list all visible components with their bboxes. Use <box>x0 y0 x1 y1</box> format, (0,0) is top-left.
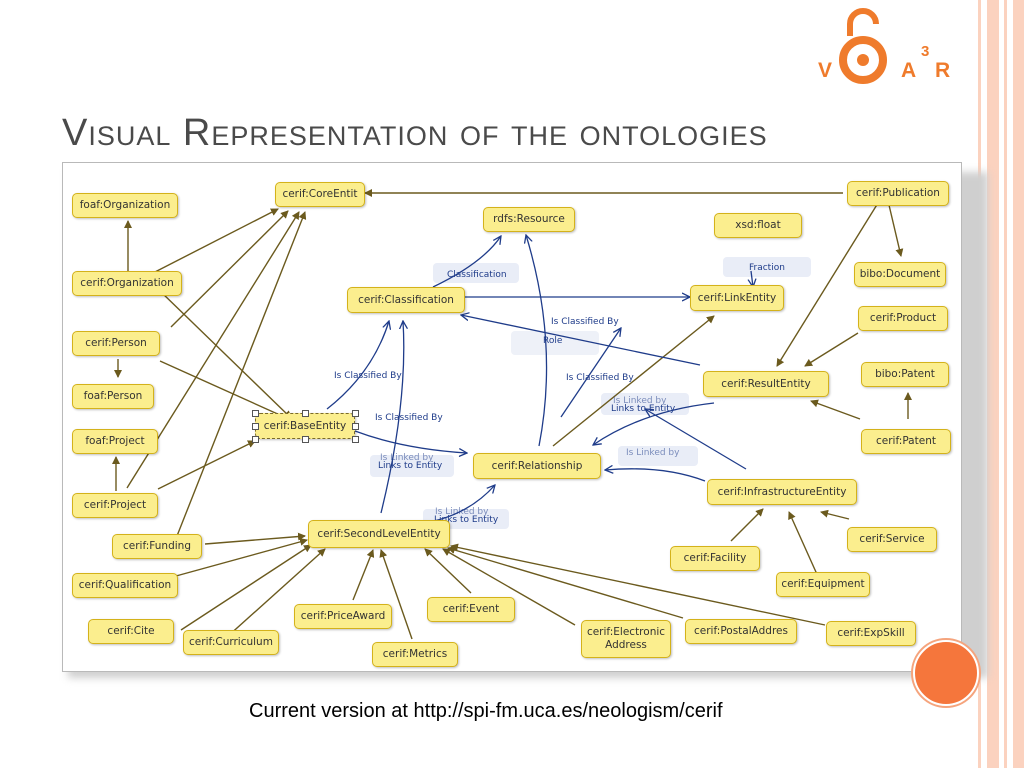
selection-handle[interactable] <box>352 423 359 430</box>
node-cerif-baseentity[interactable]: cerif:BaseEntity <box>255 413 355 439</box>
node-bibo-patent[interactable]: bibo:Patent <box>861 362 949 387</box>
node-cerif-cite[interactable]: cerif:Cite <box>88 619 174 644</box>
node-cerif-expskill[interactable]: cerif:ExpSkill <box>826 621 916 646</box>
node-rdfs-resource[interactable]: rdfs:Resource <box>483 207 575 232</box>
node-cerif-curriculum[interactable]: cerif:Curriculum <box>183 630 279 655</box>
selection-handle[interactable] <box>352 410 359 417</box>
side-stripe <box>1004 0 1007 768</box>
ontology-diagram: Classification Fraction Is Classified By… <box>62 162 962 672</box>
node-cerif-infrastructureentity[interactable]: cerif:InfrastructureEntity <box>707 479 857 505</box>
node-cerif-service[interactable]: cerif:Service <box>847 527 937 552</box>
node-cerif-secondlevelentity[interactable]: cerif:SecondLevelEntity <box>308 520 450 548</box>
node-cerif-product[interactable]: cerif:Product <box>858 306 948 331</box>
node-label: cerif:BaseEntity <box>263 419 347 432</box>
edge-label-is-linked-by: Is Linked by <box>435 507 489 517</box>
slide-title: Visual Representation of the ontologies <box>62 112 768 154</box>
slide-caption: Current version at http://spi-fm.uca.es/… <box>249 700 723 722</box>
logo-letter-v: V <box>818 59 832 82</box>
logo-superscript: 3 <box>921 43 929 60</box>
selection-handle[interactable] <box>252 423 259 430</box>
edge-label-classification: Classification <box>447 270 507 280</box>
node-cerif-event[interactable]: cerif:Event <box>427 597 515 622</box>
side-stripe <box>1013 0 1024 768</box>
edge-label-links-to-entity: Links to Entity <box>434 515 499 525</box>
edge-label-role: Role <box>543 336 563 346</box>
node-cerif-resultentity[interactable]: cerif:ResultEntity <box>703 371 829 397</box>
node-cerif-coreentit[interactable]: cerif:CoreEntit <box>275 182 365 207</box>
var3-logo: V A 3 R <box>808 4 964 88</box>
selection-handle[interactable] <box>252 436 259 443</box>
node-cerif-person[interactable]: cerif:Person <box>72 331 160 356</box>
edge-label-is-classified-by: Is Classified By <box>551 317 619 327</box>
edge-label-links-to-entity: Links to Entity <box>378 461 443 471</box>
node-xsd-float[interactable]: xsd:float <box>714 213 802 238</box>
node-bibo-document[interactable]: bibo:Document <box>854 262 946 287</box>
edge-label-is-linked-by: Is Linked by <box>613 396 667 406</box>
selection-handle[interactable] <box>252 410 259 417</box>
open-access-lock-icon: V A 3 R <box>818 8 950 84</box>
node-cerif-patent[interactable]: cerif:Patent <box>861 429 951 454</box>
selection-handle[interactable] <box>302 436 309 443</box>
node-cerif-classification[interactable]: cerif:Classification <box>347 287 465 313</box>
node-foaf-organization[interactable]: foaf:Organization <box>72 193 178 218</box>
node-cerif-postaladdres[interactable]: cerif:PostalAddres <box>685 619 797 644</box>
edge-label-is-classified-by: Is Classified By <box>375 413 443 423</box>
node-cerif-publication[interactable]: cerif:Publication <box>847 181 949 206</box>
node-cerif-equipment[interactable]: cerif:Equipment <box>776 572 870 597</box>
edge-label-links-to-entity: Links to Entity <box>611 404 676 414</box>
node-cerif-organization[interactable]: cerif:Organization <box>72 271 182 296</box>
side-stripe <box>987 0 999 768</box>
node-cerif-relationship[interactable]: cerif:Relationship <box>473 453 601 479</box>
node-foaf-project[interactable]: foaf:Project <box>72 429 158 454</box>
node-cerif-priceaward[interactable]: cerif:PriceAward <box>294 604 392 629</box>
edge-label-is-linked-by: Is Linked by <box>380 453 434 463</box>
node-cerif-metrics[interactable]: cerif:Metrics <box>372 642 458 667</box>
node-cerif-electronic-address[interactable]: cerif:Electronic Address <box>581 620 671 658</box>
node-cerif-facility[interactable]: cerif:Facility <box>670 546 760 571</box>
edge-label-fraction: Fraction <box>749 263 785 273</box>
logo-letter-a: A <box>901 59 916 82</box>
node-cerif-project[interactable]: cerif:Project <box>72 493 158 518</box>
decorative-orange-circle <box>913 640 979 706</box>
edge-label-is-classified-by: Is Classified By <box>566 373 634 383</box>
node-cerif-linkentity[interactable]: cerif:LinkEntity <box>690 285 784 311</box>
edge-label-is-classified-by: Is Classified By <box>334 371 402 381</box>
selection-handle[interactable] <box>352 436 359 443</box>
edge-label-is-linked-by: Is Linked by <box>626 448 680 458</box>
node-cerif-qualification[interactable]: cerif:Qualification <box>72 573 178 598</box>
node-cerif-funding[interactable]: cerif:Funding <box>112 534 202 559</box>
logo-letter-r: R <box>935 59 950 82</box>
node-foaf-person[interactable]: foaf:Person <box>72 384 154 409</box>
selection-handle[interactable] <box>302 410 309 417</box>
